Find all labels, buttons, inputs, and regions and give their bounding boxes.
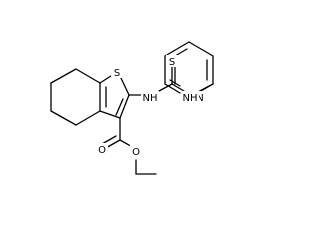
bond [119, 75, 130, 96]
atom-S-thiophene: S [114, 68, 120, 79]
bond [75, 68, 101, 84]
atom-label-layer: S S N NH NH O O [96, 55, 206, 158]
atom-N-pyridine: N [196, 93, 203, 104]
bond [164, 41, 190, 57]
bond [75, 110, 101, 126]
bond [50, 110, 77, 126]
atom-S-thione: S [169, 57, 175, 68]
bond [119, 94, 130, 119]
atom-NH-2: NH [183, 93, 198, 104]
bond [158, 83, 173, 92]
bond [50, 68, 77, 84]
bond [188, 41, 214, 57]
bond [169, 79, 181, 87]
bond [101, 135, 117, 145]
bond [115, 98, 124, 116]
atom-O-carbonyl: O [98, 145, 106, 156]
bond [171, 83, 185, 92]
atom-O-ester: O [132, 147, 140, 158]
atom-NH-1: NH [143, 93, 158, 104]
molecule-canvas: S S N NH NH O O [50, 41, 214, 175]
molecule-structure: S S N NH NH O O [50, 41, 214, 175]
bond [164, 83, 181, 94]
bond [99, 110, 121, 119]
